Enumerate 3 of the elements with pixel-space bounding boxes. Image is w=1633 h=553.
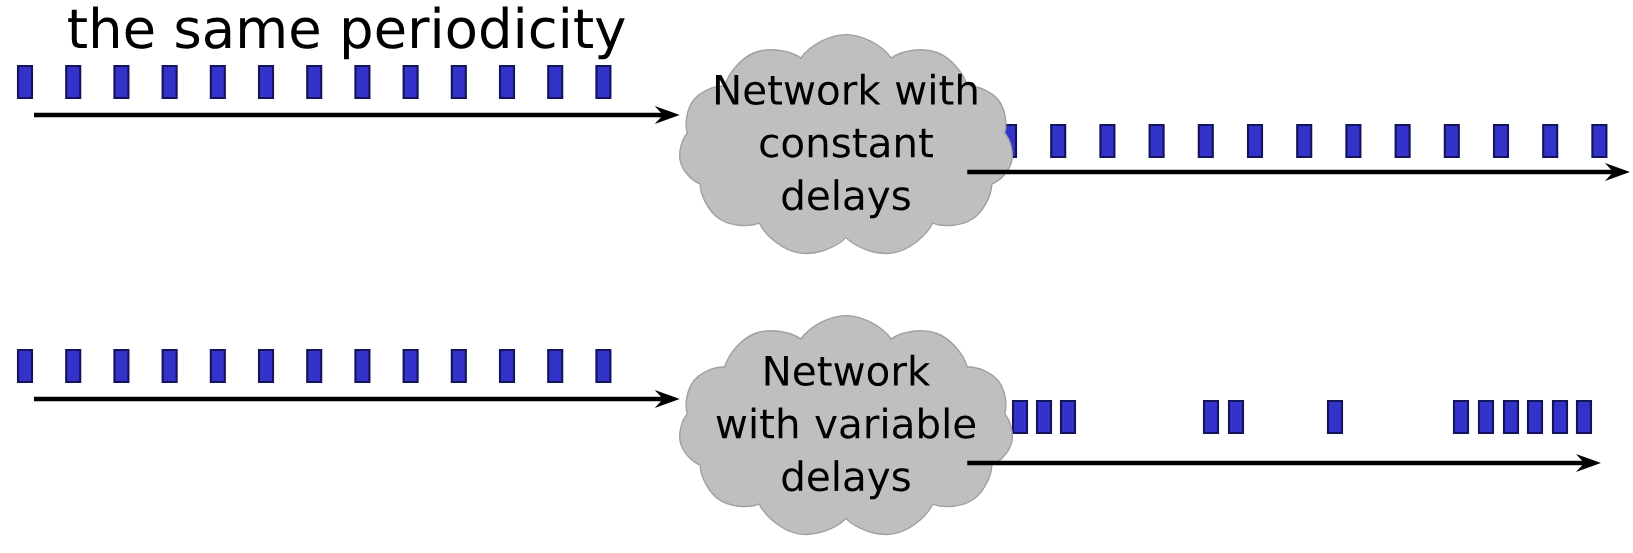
network-cloud: Network with constant delays [679,33,1013,255]
caption-text: the same periodicity [68,6,625,60]
network-cloud: Network with variable delays [679,314,1013,536]
